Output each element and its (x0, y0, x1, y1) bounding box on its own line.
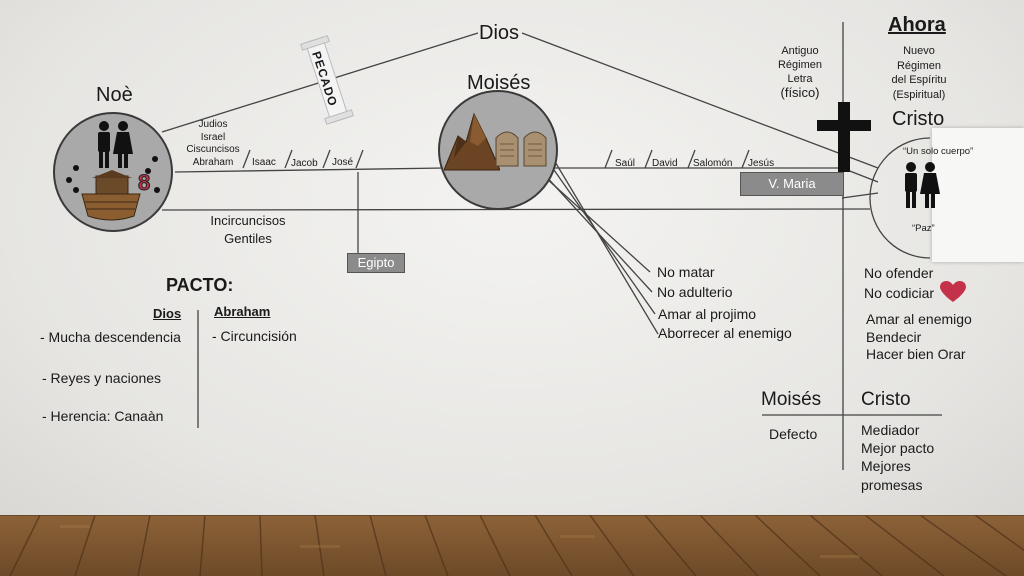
pacto-dios-header: Dios (153, 306, 182, 321)
timeline-name-jose: José (332, 157, 354, 168)
comparison-cristo-item: promesas (861, 477, 923, 493)
timeline-group-line: Israel (200, 131, 226, 143)
timeline-group-judios: Judios Israel Ciscuncisos Abraham (180, 119, 246, 169)
paz-label: “Paz” (912, 223, 935, 234)
noah-couple-icon (98, 121, 133, 168)
gentiles-line: Incircuncisos (210, 213, 286, 228)
wooden-floor (0, 515, 1024, 576)
ahora-title: Ahora (888, 14, 946, 36)
dios-label: Dios (479, 22, 520, 44)
mandamiento-cristo: No ofender (864, 265, 934, 281)
moises-title: Moisés (467, 72, 531, 94)
regimen-nuevo-line: del Espíritu (891, 74, 947, 86)
mandamiento-moises: No matar (657, 264, 715, 280)
comparison-moises-item: Defecto (769, 426, 818, 442)
timeline-name-isaac: Isaac (252, 157, 276, 168)
mountain-icon (444, 112, 500, 171)
comparison-cristo-item: Mejores (861, 458, 911, 474)
mandamiento-cristo: Hacer bien Orar (866, 346, 966, 362)
pacto-dios-item: - Herencia: Canaàn (42, 408, 164, 424)
timeline-group-line: Ciscuncisos (186, 144, 240, 155)
dots-left-icon (66, 165, 79, 193)
regimen-antiguo-line: Régimen (777, 59, 823, 71)
cristo-title: Cristo (892, 108, 945, 130)
regimen-nuevo-line: Régimen (896, 59, 942, 72)
gentiles-line: Gentiles (224, 231, 272, 246)
gentiles-label: Incircuncisos Gentiles (196, 212, 300, 248)
pacto-dios-item: - Mucha descendencia (40, 329, 181, 345)
tablets-icon (495, 131, 547, 167)
mandamiento-cristo: Bendecir (866, 329, 922, 345)
mandamiento-moises: No adulterio (657, 284, 733, 300)
mandamiento-cristo: No codiciar (864, 285, 935, 301)
timeline-group-line: Abraham (192, 156, 234, 168)
cristo-couple-icon (905, 162, 940, 208)
pacto-abraham-header: Abraham (214, 304, 271, 319)
dots-right-icon (145, 156, 160, 193)
ark-icon (81, 170, 141, 221)
pacto-title: PACTO: (166, 275, 234, 295)
timeline-name-saul: Saúl (615, 158, 636, 169)
regimen-antiguo: Antiguo Régimen Letra (físico) (768, 44, 832, 100)
pacto-dios-item: - Reyes y naciones (42, 370, 162, 386)
regimen-nuevo-line: Nuevo (903, 45, 935, 57)
regimen-nuevo-line: (Espiritual) (892, 88, 946, 101)
wall-background (0, 0, 1024, 515)
mandamiento-cristo: Amar al enemigo (866, 311, 972, 327)
pacto-abraham-item: - Circuncisión (212, 328, 297, 344)
regimen-antiguo-line: Antiguo (781, 45, 819, 57)
regimen-antiguo-line: (físico) (780, 85, 820, 100)
mandamiento-moises: Aborrecer al enemigo (658, 325, 792, 341)
heart-icon (940, 281, 966, 302)
timeline-group-line: Judios (198, 119, 228, 130)
noah-number-eight: 8 (137, 170, 151, 196)
cristo-panel (932, 128, 1024, 262)
regimen-antiguo-line: Letra (787, 73, 813, 85)
comparison-cristo-item: Mediador (861, 422, 920, 438)
comparison-cristo-header: Cristo (861, 389, 911, 410)
regimen-nuevo: Nuevo Régimen del Espíritu (Espiritual) (876, 44, 962, 102)
mandamiento-moises: Amar al projimo (658, 306, 757, 322)
v-maria-box: V. Maria (740, 172, 844, 196)
comparison-cristo-item: Mejor pacto (861, 440, 935, 456)
noe-title: Noè (96, 84, 133, 106)
comparison-moises-header: Moisés (761, 389, 822, 410)
egipto-box: Egipto (347, 253, 405, 273)
timeline-name-jesus: Jesús (748, 158, 775, 169)
timeline-name-salomon: Salomón (693, 158, 733, 169)
un-solo-cuerpo-label: “Un solo cuerpo” (903, 146, 974, 157)
timeline-name-jacob: Jacob (291, 158, 318, 169)
diagram-lines (53, 22, 942, 470)
timeline-name-david: David (652, 158, 678, 169)
